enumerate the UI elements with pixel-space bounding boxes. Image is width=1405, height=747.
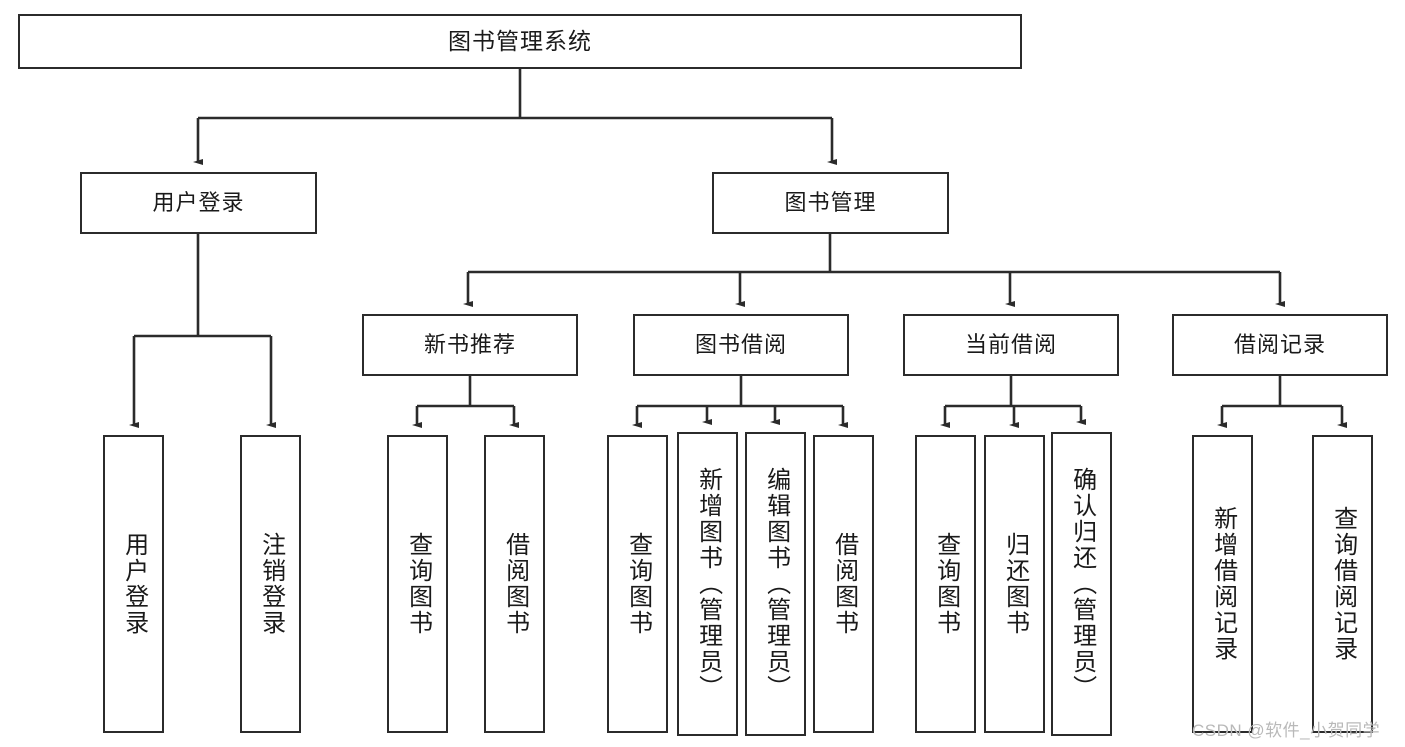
node-label: 用户登录 bbox=[120, 532, 148, 636]
node-label: 查询借阅记录 bbox=[1329, 506, 1357, 662]
node-label: 当前借阅 bbox=[964, 331, 1057, 357]
node-label: 用户登录 bbox=[152, 189, 245, 215]
node-leaf-add-book-admin[interactable]: 新增图书（管理员） bbox=[677, 432, 738, 736]
node-new-book-recommend[interactable]: 新书推荐 bbox=[362, 314, 578, 376]
node-leaf-query-book-1[interactable]: 查询图书 bbox=[387, 435, 448, 733]
node-borrow-record[interactable]: 借阅记录 bbox=[1172, 314, 1388, 376]
node-label: 新增图书（管理员） bbox=[694, 467, 722, 701]
node-label: 新书推荐 bbox=[423, 331, 516, 357]
node-leaf-query-book-2[interactable]: 查询图书 bbox=[607, 435, 668, 733]
node-label: 借阅图书 bbox=[501, 532, 529, 636]
node-label: 编辑图书（管理员） bbox=[762, 467, 790, 701]
node-label: 查询图书 bbox=[404, 532, 432, 636]
node-label: 注销登录 bbox=[257, 532, 285, 636]
node-leaf-user-login[interactable]: 用户登录 bbox=[103, 435, 164, 733]
node-leaf-query-book-3[interactable]: 查询图书 bbox=[915, 435, 976, 733]
csdn-watermark: CSDN @软件_小贺同学 bbox=[1192, 721, 1381, 740]
node-leaf-edit-book-admin[interactable]: 编辑图书（管理员） bbox=[745, 432, 806, 736]
node-leaf-return-book[interactable]: 归还图书 bbox=[984, 435, 1045, 733]
node-label: 确认归还（管理员） bbox=[1068, 467, 1096, 701]
node-leaf-add-borrow-record[interactable]: 新增借阅记录 bbox=[1192, 435, 1253, 733]
node-current-borrow[interactable]: 当前借阅 bbox=[903, 314, 1119, 376]
node-label: 借阅记录 bbox=[1233, 331, 1326, 357]
node-label: 新增借阅记录 bbox=[1209, 506, 1237, 662]
node-leaf-confirm-return-admin[interactable]: 确认归还（管理员） bbox=[1051, 432, 1112, 736]
node-label: 图书管理系统 bbox=[448, 27, 592, 54]
node-leaf-logout[interactable]: 注销登录 bbox=[240, 435, 301, 733]
node-label: 图书借阅 bbox=[694, 331, 787, 357]
node-label: 借阅图书 bbox=[830, 532, 858, 636]
node-leaf-query-borrow-record[interactable]: 查询借阅记录 bbox=[1312, 435, 1373, 733]
node-label: 归还图书 bbox=[1001, 532, 1029, 636]
node-book-borrow[interactable]: 图书借阅 bbox=[633, 314, 849, 376]
node-user-login[interactable]: 用户登录 bbox=[80, 172, 317, 234]
node-label: 图书管理 bbox=[784, 189, 877, 215]
node-label: 查询图书 bbox=[624, 532, 652, 636]
node-book-management[interactable]: 图书管理 bbox=[712, 172, 949, 234]
node-root-system[interactable]: 图书管理系统 bbox=[18, 14, 1022, 69]
node-leaf-borrow-book-1[interactable]: 借阅图书 bbox=[484, 435, 545, 733]
node-leaf-borrow-book-2[interactable]: 借阅图书 bbox=[813, 435, 874, 733]
node-label: 查询图书 bbox=[932, 532, 960, 636]
